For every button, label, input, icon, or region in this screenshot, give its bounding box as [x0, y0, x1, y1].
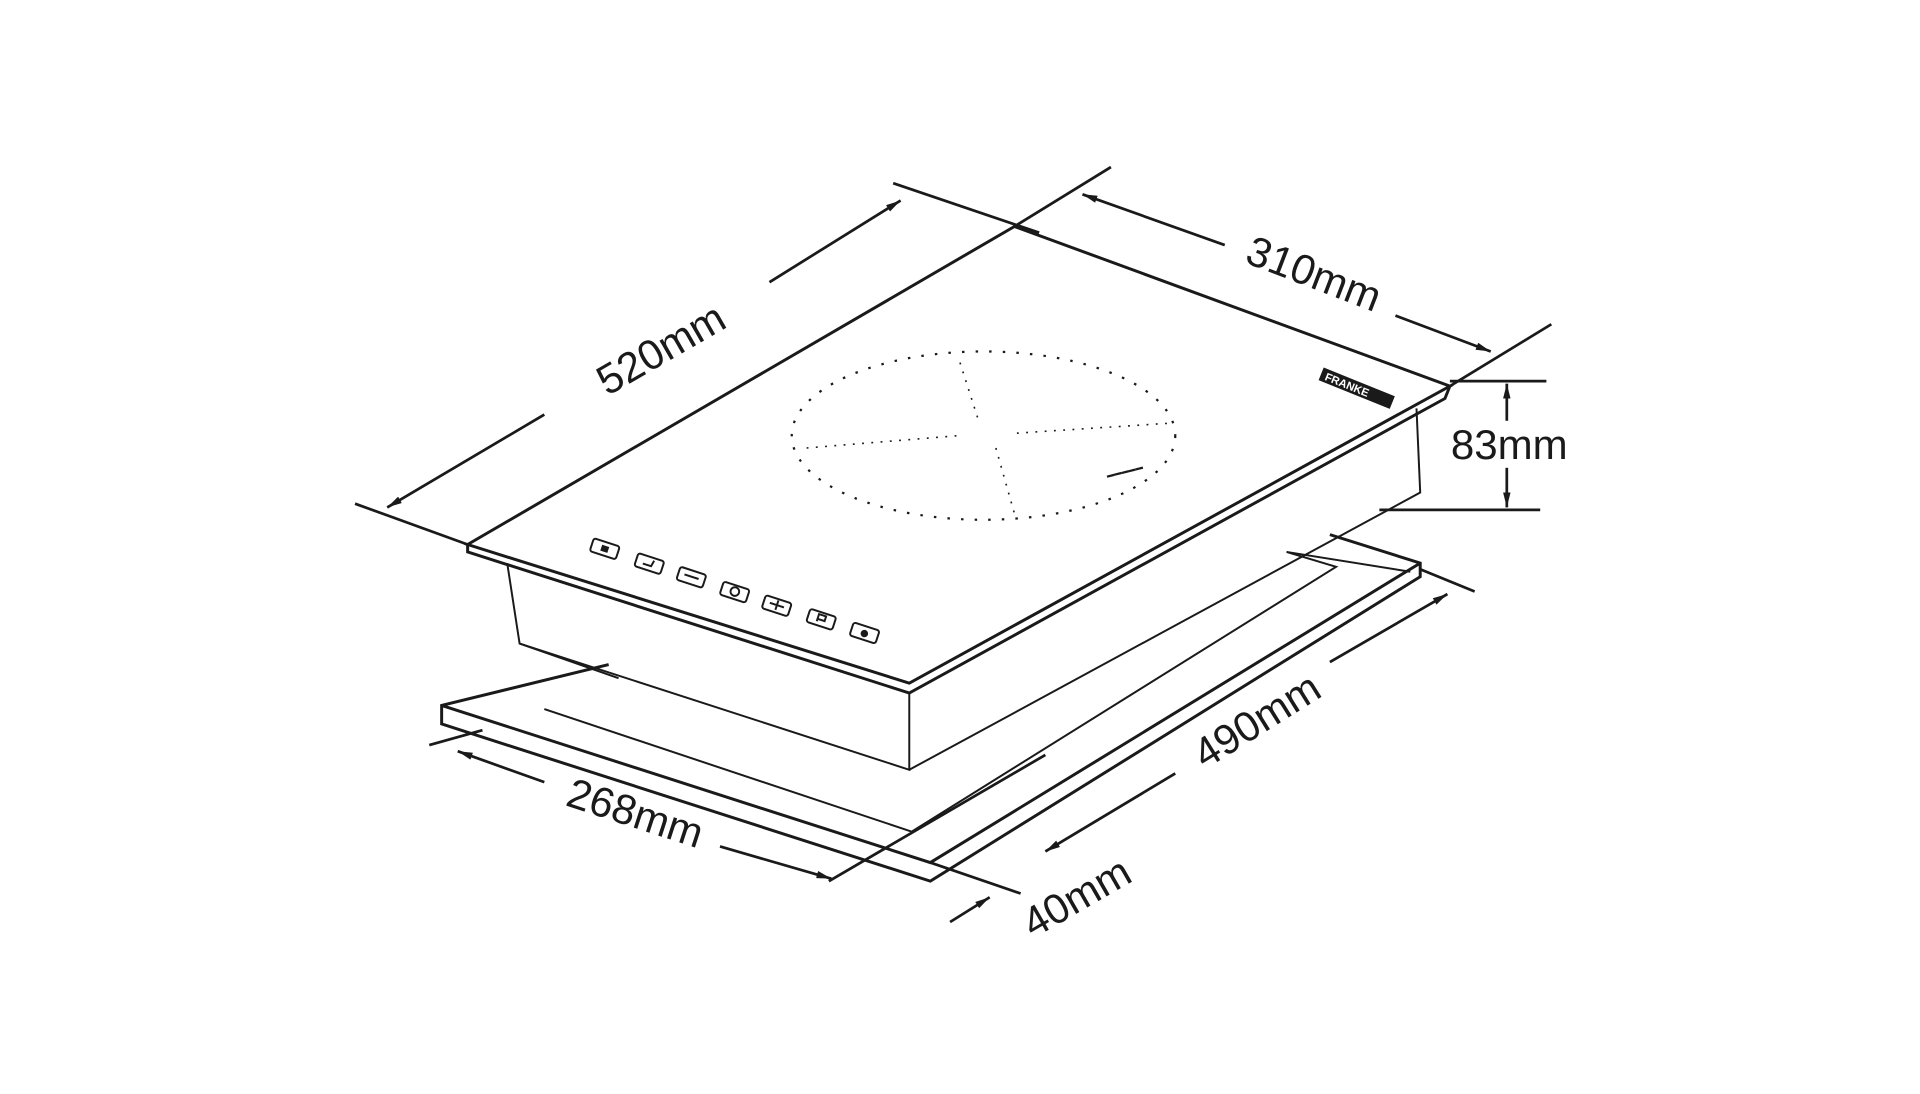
control-panel [589, 537, 880, 645]
length-label: 520mm [588, 293, 733, 404]
svg-text:▬▬▬▬▬: ▬▬▬▬▬ [1106, 462, 1145, 480]
dimension-cutout-width: 268mm [428, 728, 832, 880]
dimension-cutout-length: 490mm [828, 568, 1476, 883]
boost-key-icon [805, 608, 837, 631]
width-label: 310mm [1240, 227, 1388, 321]
minus-key-icon [675, 566, 707, 589]
child-lock-key-icon [849, 621, 880, 645]
edge-distance-label: 40mm [1014, 847, 1139, 946]
plus-key-icon [761, 594, 793, 617]
cooking-zone: ▬▬▬▬▬ [790, 350, 1177, 521]
cutout-width-label: 268mm [561, 769, 709, 857]
hob-body [506, 408, 1422, 772]
power-key-icon [719, 581, 751, 604]
dimension-length: 520mm [354, 181, 1040, 546]
glass-top: ▬▬▬▬▬ FRANKE [463, 224, 1454, 695]
lock-key-icon [589, 537, 621, 560]
cutout-length-label: 490mm [1185, 663, 1329, 777]
svg-text:FRANKE: FRANKE [1323, 371, 1370, 399]
dimension-height: 83mm [1379, 379, 1568, 512]
timer-key-icon [633, 552, 665, 575]
brand-logo: FRANKE [1318, 367, 1395, 409]
dimension-width: 310mm [1013, 165, 1553, 388]
height-label: 83mm [1451, 421, 1568, 468]
